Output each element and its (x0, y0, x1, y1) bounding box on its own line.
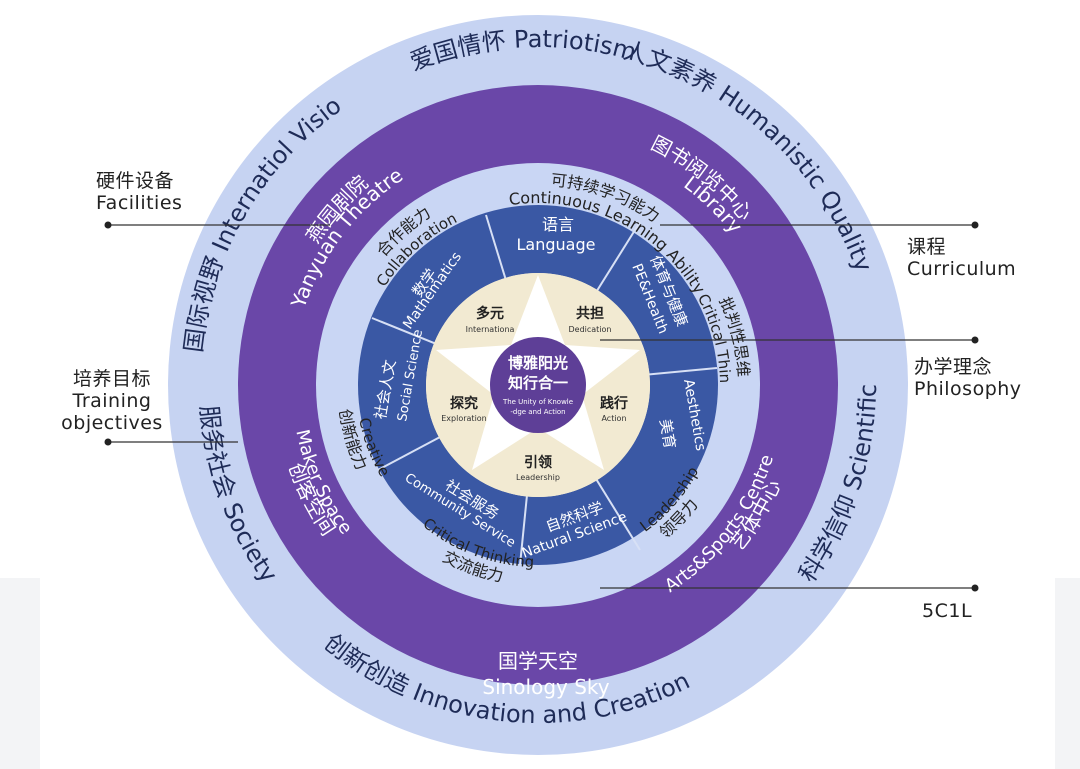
star-leadership-en: Leadership (516, 473, 560, 482)
star-dedication-cn: 共担 (576, 305, 604, 322)
core-line1: 博雅阳光 (508, 354, 568, 372)
aesthetics-cn: 美育 (656, 418, 679, 451)
star-dedication-en: Dedication (568, 325, 611, 334)
core-en1: The Unity of Knowle (502, 398, 573, 406)
leader-dots (104, 221, 979, 592)
star-intl-cn: 多元 (476, 305, 504, 322)
core-circle (490, 337, 586, 433)
curriculum-cn: 课程 (907, 236, 947, 258)
facilities-en: Facilities (96, 192, 183, 214)
facilities-cn: 硬件设备 (96, 170, 175, 192)
fivec-label: 5C1L (922, 600, 972, 622)
star-exploration-cn: 探究 (450, 395, 478, 412)
leader-lines (108, 224, 975, 589)
star-intl-en: Internationa (466, 325, 515, 334)
philosophy-en: Philosophy (914, 378, 1022, 400)
star-action-en: Action (601, 414, 626, 423)
core-line2: 知行合一 (508, 374, 568, 392)
language-cn: 语言 (542, 215, 574, 234)
curriculum-label: 课程 Curriculum (907, 236, 1016, 280)
star-action-cn: 践行 (600, 395, 628, 412)
sinology-cn: 国学天空 (498, 649, 578, 673)
training-en2: objectives (61, 412, 163, 434)
core-en2: -dge and Action (510, 408, 565, 416)
training-label: 培养目标 Training objectives (50, 368, 174, 434)
philosophy-cn: 办学理念 (914, 356, 993, 378)
star-leadership-cn: 引领 (524, 454, 552, 471)
training-en1: Training (72, 390, 152, 412)
fivec-text: 5C1L (922, 600, 973, 622)
sinology-en: Sinology Sky (482, 675, 609, 699)
curriculum-en: Curriculum (907, 258, 1017, 280)
language-en: Language (517, 235, 596, 254)
philosophy-label: 办学理念 Philosophy (914, 356, 1022, 400)
training-cn: 培养目标 (72, 368, 151, 390)
star-exploration-en: Exploration (441, 414, 487, 423)
facilities-label: 硬件设备 Facilities (96, 170, 182, 214)
